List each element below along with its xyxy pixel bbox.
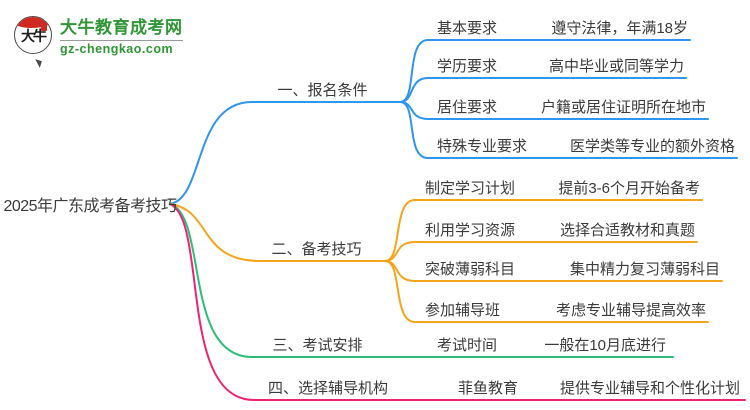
site-url: gz-chengkao.com	[60, 40, 183, 56]
subtopic-label: 菲鱼教育	[458, 380, 519, 397]
subtopic-label: 考试时间	[437, 337, 498, 354]
branch2-sub-line-2	[384, 241, 698, 262]
subtopic-row: 学历要求 高中毕业或同等学力	[437, 52, 684, 76]
subtopic-label: 基本要求	[437, 20, 498, 37]
branch3-main-line	[169, 203, 674, 358]
branch4-main-line	[169, 203, 746, 401]
site-logo: 大牛 大牛教育成考网 gz-chengkao.com	[14, 13, 183, 68]
branch2-main-line	[169, 203, 386, 262]
branch1-sub-line-1	[399, 39, 691, 103]
subtopic-row: 利用学习资源 选择合适教材和真题	[425, 216, 695, 240]
subtopic-value: 提供专业辅导和个性化计划	[559, 380, 740, 397]
central-topic: 2025年广东成考备考技巧	[3, 198, 177, 215]
subtopic-value: 户籍或居住证明所在地市	[540, 99, 706, 116]
subtopic-row: 菲鱼教育 提供专业辅导和个性化计划	[458, 374, 740, 398]
subtopic-row: 参加辅导班 考虑专业辅导提高效率	[425, 296, 706, 320]
subtopic-row: 考试时间 一般在10月底进行	[437, 331, 666, 355]
subtopic-row: 制定学习计划 提前3-6个月开始备考	[425, 174, 700, 198]
subtopic-label: 制定学习计划	[425, 180, 516, 197]
subtopic-value: 考虑专业辅导提高效率	[555, 302, 706, 319]
branch-label-3: 三、考试安排	[272, 337, 363, 354]
branch1-sub-line-2	[399, 77, 687, 103]
subtopic-label: 学历要求	[437, 58, 498, 75]
logo-seal-stamp-icon	[41, 24, 47, 31]
branch-label-4: 四、选择辅导机构	[267, 380, 388, 397]
subtopic-value: 集中精力复习薄弱科目	[569, 261, 720, 278]
subtopic-label: 突破薄弱科目	[425, 261, 516, 278]
subtopic-label: 特殊专业要求	[437, 138, 528, 155]
logo-badge: 大牛	[14, 15, 52, 54]
subtopic-row: 基本要求 遵守法律，年满18岁	[437, 14, 688, 38]
subtopic-row: 特殊专业要求 医学类等专业的额外资格	[437, 132, 735, 156]
logo-text-block: 大牛教育成考网 gz-chengkao.com	[60, 13, 183, 56]
subtopic-value: 选择合适教材和真题	[559, 222, 695, 239]
subtopic-value: 医学类等专业的额外资格	[569, 138, 735, 155]
branch2-sub-line-1	[384, 199, 703, 262]
subtopic-label: 参加辅导班	[425, 302, 501, 319]
branch-label-2: 二、备考技巧	[271, 241, 362, 258]
branch-label-1: 一、报名条件	[277, 82, 368, 99]
branch2-sub-line-4	[384, 260, 709, 323]
branch1-sub-line-4	[399, 101, 738, 159]
subtopic-value: 遵守法律，年满18岁	[551, 20, 688, 37]
subtopic-value: 一般在10月底进行	[544, 337, 666, 354]
site-name: 大牛教育成考网	[60, 18, 183, 37]
branch1-main-line	[169, 101, 401, 205]
subtopic-row: 居住要求 户籍或居住证明所在地市	[437, 93, 706, 117]
logo-red-cap	[15, 16, 51, 28]
subtopic-value: 提前3-6个月开始备考	[558, 180, 700, 197]
subtopic-row: 突破薄弱科目 集中精力复习薄弱科目	[425, 255, 720, 279]
subtopic-value: 高中毕业或同等学力	[548, 58, 684, 75]
subtopic-label: 利用学习资源	[425, 222, 516, 239]
subtopic-label: 居住要求	[437, 99, 498, 116]
logo-badge-text: 大牛	[21, 27, 47, 44]
